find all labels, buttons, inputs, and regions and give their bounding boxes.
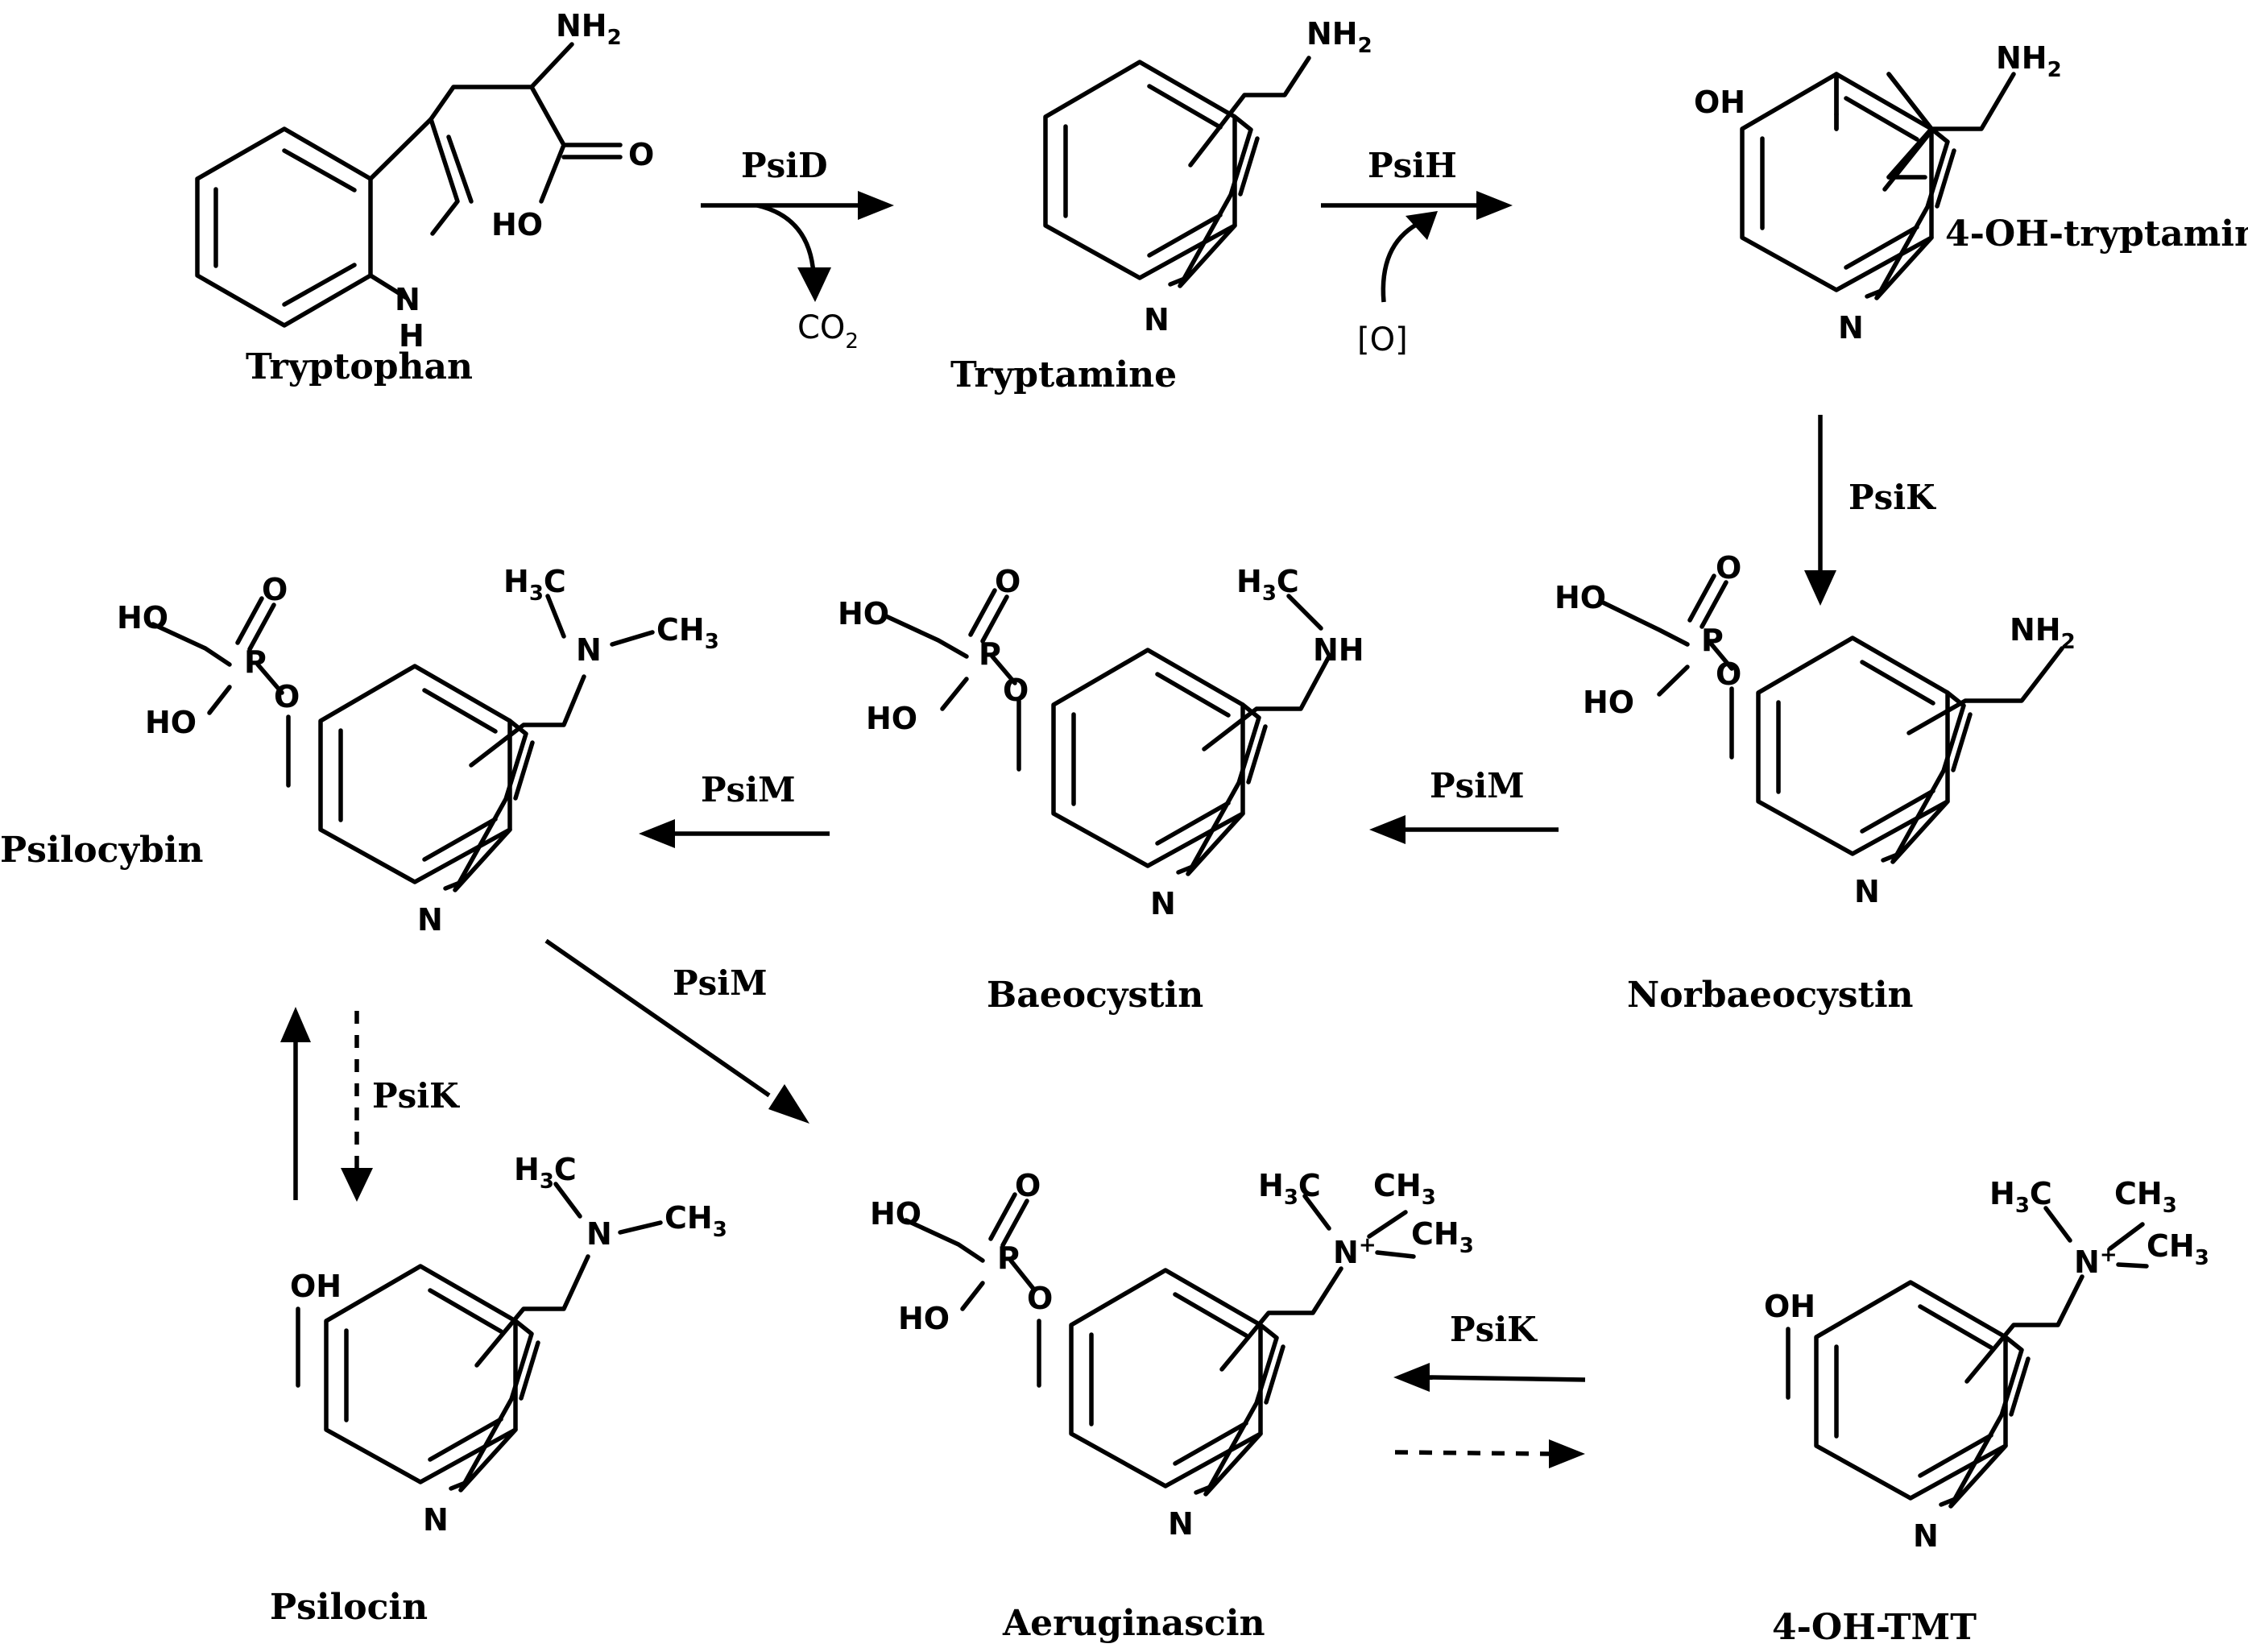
tmt-oh: OH [1764, 1289, 1815, 1324]
psilocybin-o-bridge: O [274, 679, 300, 714]
psilocybin-n: N [417, 902, 443, 938]
psilocin-oh: OH [290, 1269, 342, 1304]
arrow-psih: PsiH [O] [1321, 146, 1513, 358]
tryptophan-structure [195, 42, 623, 328]
compound-4-oh-tmt: OH N N+ H3C CH3 CH3 4-OH-TMT [1764, 1176, 2209, 1648]
baeocystin-o-double: O [995, 564, 1021, 599]
psilocin-n: N [423, 1502, 449, 1538]
tryptamine-nh2: NH2 [1306, 16, 1372, 58]
enzyme-psik-1: PsiK [1848, 478, 1936, 517]
enzyme-psid: PsiD [741, 146, 828, 185]
norbaeocystin-ho-bottom: HO [1583, 685, 1634, 720]
norbaeocystin-p: P [1701, 623, 1724, 658]
tryptamine-n: N [1144, 302, 1170, 337]
psilocybin-p: P [244, 644, 267, 680]
aeruginascin-ho-bottom: HO [898, 1301, 950, 1336]
psilocin-ch3: CH3 [664, 1200, 727, 1242]
arrow-psim-3: PsiM [544, 938, 809, 1124]
baeocystin-nh: NH [1313, 632, 1364, 668]
aeruginascin-o-bridge: O [1027, 1281, 1053, 1316]
baeocystin-p: P [979, 636, 1001, 672]
norbaeocystin-o-bridge: O [1716, 656, 1741, 692]
psilocin-n-amine: N [586, 1216, 612, 1252]
norbaeocystin-ho-top: HO [1555, 580, 1606, 615]
enzyme-psih: PsiH [1368, 146, 1457, 185]
compound-psilocybin: P O HO HO O N N H3C CH3 Psilocybin [0, 564, 719, 938]
psilocybin-ho-bottom: HO [145, 705, 197, 740]
baeocystin-h3c: H3C [1236, 564, 1299, 606]
tmt-h3c: H3C [1989, 1176, 2052, 1218]
tryptophan-hydroxyl: HO [491, 207, 543, 242]
compound-4-oh-tryptamine: OH N NH2 4-OH-tryptamine [1694, 40, 2248, 346]
compound-aeruginascin: P O HO HO O N N+ H3C CH3 CH3 Aeruginasci… [870, 1168, 1474, 1644]
tryptophan-carbonyl-o: O [628, 137, 654, 172]
compound-tryptamine: N NH2 Tryptamine [950, 16, 1372, 395]
baeocystin-label: Baeocystin [987, 975, 1203, 1016]
compound-tryptophan: N H NH2 O HO Tryptophan [195, 8, 654, 387]
tmt-n-plus: N+ [2074, 1243, 2118, 1280]
psilocin-label: Psilocin [270, 1587, 428, 1628]
arrow-psik-down: PsiK [1804, 415, 1936, 606]
norbaeocystin-n: N [1854, 874, 1880, 909]
psilocybin-n-amine: N [576, 632, 602, 668]
psilocin-h3c: H3C [514, 1152, 577, 1194]
enzyme-psim-2: PsiM [701, 770, 796, 809]
psilocybin-ho-top: HO [117, 600, 168, 636]
cofactor-co2: CO2 [797, 309, 859, 354]
aeruginascin-n-plus: N+ [1333, 1233, 1377, 1270]
tryptophan-label: Tryptophan [246, 346, 473, 387]
psilocybin-ch3: CH3 [656, 612, 719, 654]
aeruginascin-ch3-top: CH3 [1373, 1168, 1436, 1210]
compound-baeocystin: P O HO HO O N NH H3C Baeocystin [838, 564, 1364, 1016]
compound-norbaeocystin: P O HO HO O N NH2 Norbaeocystin [1555, 550, 2076, 1016]
aeruginascin-ho-top: HO [870, 1196, 921, 1232]
tryptophan-nh-h: H [399, 318, 424, 354]
baeocystin-ho-top: HO [838, 596, 889, 631]
arrow-psik-tmt: PsiK [1393, 1310, 1586, 1468]
aeruginascin-o-double: O [1015, 1168, 1041, 1203]
psilocybin-label: Psilocybin [0, 830, 203, 871]
arrow-psim-1: PsiM [1369, 766, 1559, 844]
enzyme-psim-1: PsiM [1430, 766, 1525, 805]
tryptophan-nh-n: N [395, 282, 420, 317]
enzyme-psik-3: PsiK [1450, 1310, 1538, 1349]
tmt-ch3-right: CH3 [2147, 1228, 2209, 1270]
tmt-label: 4-OH-TMT [1772, 1607, 1977, 1648]
aeruginascin-p: P [997, 1240, 1020, 1276]
psilocybin-h3c: H3C [503, 564, 566, 606]
tryptophan-nh2: NH2 [556, 8, 622, 50]
tmt-n: N [1913, 1518, 1939, 1554]
hydroxytryptamine-label: 4-OH-tryptamine [1945, 213, 2248, 255]
aeruginascin-label: Aeruginascin [1002, 1603, 1265, 1644]
enzyme-psik-2: PsiK [372, 1076, 460, 1116]
enzyme-psim-3: PsiM [673, 963, 768, 1003]
hydroxytryptamine-n: N [1838, 310, 1864, 346]
aeruginascin-n: N [1168, 1506, 1194, 1542]
norbaeocystin-label: Norbaeocystin [1627, 975, 1914, 1016]
arrow-psid: PsiD CO2 [701, 146, 894, 354]
baeocystin-n: N [1150, 886, 1176, 921]
psilocybin-o-double: O [262, 572, 288, 607]
baeocystin-ho-bottom: HO [866, 701, 917, 736]
compound-psilocin: OH N N H3C CH3 Psilocin [270, 1152, 727, 1628]
baeocystin-o-bridge: O [1003, 673, 1029, 708]
norbaeocystin-nh2: NH2 [2010, 612, 2076, 654]
hydroxytryptamine-oh: OH [1694, 85, 1745, 120]
norbaeocystin-o-double: O [1716, 550, 1741, 586]
tmt-ch3-top: CH3 [2114, 1176, 2177, 1218]
aeruginascin-h3c: H3C [1258, 1168, 1321, 1210]
tryptamine-label: Tryptamine [950, 354, 1177, 395]
arrow-psik-psilocin: PsiK [280, 1007, 460, 1202]
hydroxytryptamine-nh2: NH2 [1996, 40, 2062, 82]
aeruginascin-ch3-right: CH3 [1411, 1216, 1474, 1258]
cofactor-oxygen: [O] [1357, 321, 1408, 358]
arrow-psim-2: PsiM [639, 770, 830, 848]
